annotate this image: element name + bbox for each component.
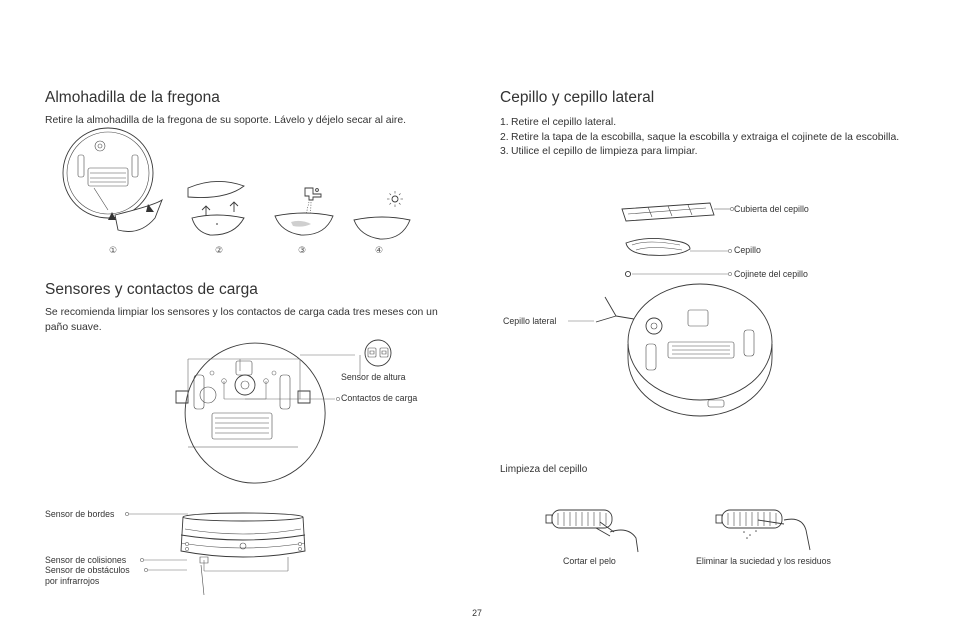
brush-step-3-number: 3.: [500, 146, 509, 157]
cut-hair-illustration: [545, 509, 639, 553]
brush-step-3-text: Utilice el cepillo de limpieza para limp…: [511, 146, 698, 157]
mop-step-number-2: ②: [214, 245, 224, 255]
mop-step3-illustration: [274, 187, 334, 236]
brush-step-3: 3.Utilice el cepillo de limpieza para li…: [500, 145, 905, 160]
label-contactos-carga: Contactos de carga: [341, 393, 418, 403]
brush-cleaning-title: Limpieza del cepillo: [500, 464, 588, 475]
label-cepillo: Cepillo: [734, 245, 761, 255]
brush-title: Cepillo y cepillo lateral: [500, 89, 655, 106]
mop-pad-title: Almohadilla de la fregona: [45, 89, 220, 106]
brush-step-1: 1.Retire el cepillo lateral.: [500, 116, 905, 131]
mop-step-number-4: ④: [374, 245, 384, 255]
mop-pad-instructions: Retire la almohadilla de la fregona de s…: [45, 115, 406, 126]
brush-step-2-text: Retire la tapa de la escobilla, saque la…: [511, 131, 900, 143]
label-sensor-obstaculos-line1: Sensor de obstáculos: [45, 565, 130, 575]
brush-step-1-text: Retire el cepillo lateral.: [511, 117, 617, 128]
robot-bottom-sensors-illustration: [175, 342, 361, 484]
label-sensor-altura: Sensor de altura: [341, 372, 406, 382]
remove-debris-illustration: [715, 509, 811, 551]
mop-step-number-1: ①: [108, 245, 118, 255]
caption-eliminar-suciedad: Eliminar la suciedad y los residuos: [696, 556, 831, 566]
page-number: 27: [472, 608, 482, 618]
mop-step2-illustration: [187, 181, 245, 236]
brush-step-1-number: 1.: [500, 117, 509, 128]
sensors-title: Sensores y contactos de carga: [45, 281, 258, 298]
robot-side-sensors-illustration: [125, 512, 306, 596]
mop-step4-illustration: [353, 191, 411, 240]
sensor-closeup-icon: [364, 339, 392, 367]
mop-step-number-3: ③: [297, 245, 307, 255]
sensors-instructions: Se recomienda limpiar los sensores y los…: [45, 307, 438, 333]
robot-side-brush-illustration: [568, 283, 773, 417]
label-sensor-obstaculos-line2: por infrarrojos: [45, 576, 100, 586]
brush-step-2-number: 2.: [500, 131, 509, 143]
brush-step-2: 2.Retire la tapa de la escobilla, saque …: [500, 131, 905, 146]
brush-parts-illustration: [621, 202, 734, 278]
label-cubierta-cepillo: Cubierta del cepillo: [734, 204, 809, 214]
caption-cortar-pelo: Cortar el pelo: [563, 556, 616, 566]
label-cepillo-lateral: Cepillo lateral: [503, 316, 557, 326]
mop-step1-illustration: [62, 127, 163, 232]
label-cojinete-cepillo: Cojinete del cepillo: [734, 269, 808, 279]
label-sensor-bordes: Sensor de bordes: [45, 509, 115, 519]
label-sensor-colisiones: Sensor de colisiones: [45, 555, 127, 565]
brush-steps-list: 1.Retire el cepillo lateral. 2.Retire la…: [500, 116, 905, 160]
